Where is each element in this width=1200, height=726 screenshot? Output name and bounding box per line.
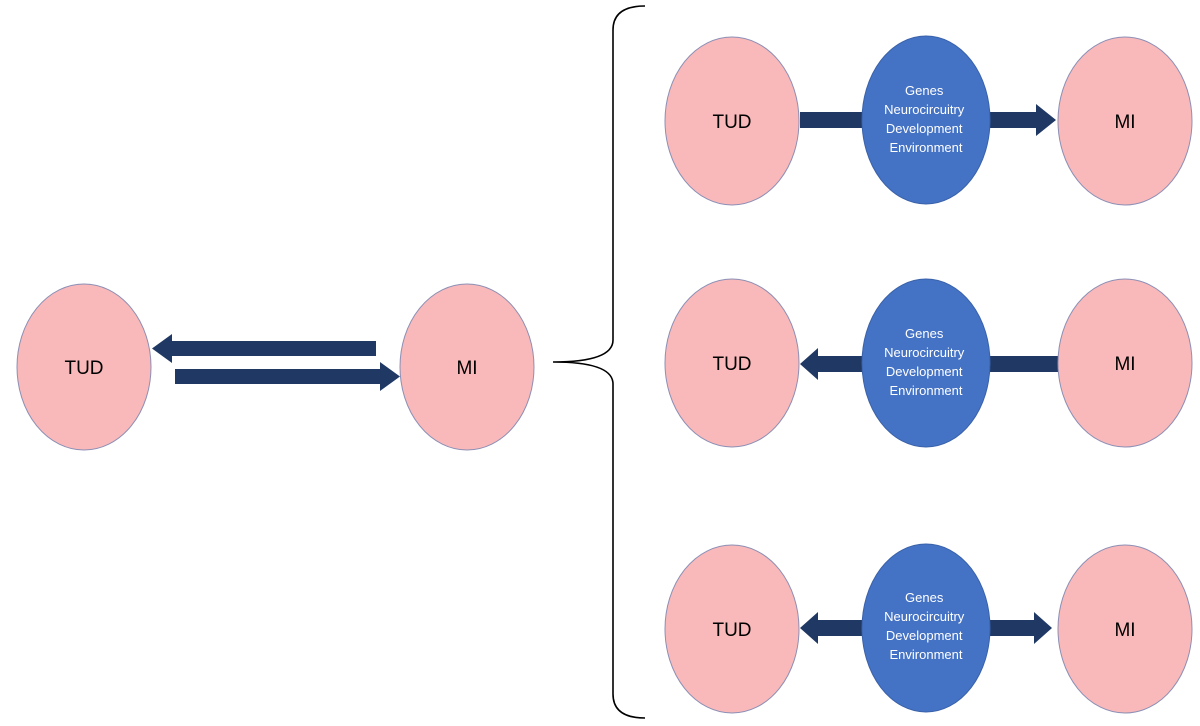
left-arrow-mi-to-tud — [152, 334, 376, 363]
panel-2-arrow-mi-to-mediator — [984, 356, 1058, 372]
panel-2-mediator-text: Genes Neurocircuitry Development Environ… — [884, 326, 968, 398]
panel-1-mediator-line: Environment — [890, 140, 963, 155]
left-relationship: TUD MI — [16, 283, 535, 451]
panel-3: TUD MI Genes Neurocircuitry Development … — [664, 543, 1193, 714]
panel-3-mediator-line: Development — [886, 628, 963, 643]
panel-3-arrow-mediator-to-tud — [800, 612, 866, 644]
panel-2-mediator-node — [861, 278, 991, 448]
panel-2-tud-label: TUD — [712, 354, 751, 375]
panel-3-tud-label: TUD — [712, 620, 751, 641]
panel-3-mediator-line: Environment — [890, 647, 963, 662]
panel-1-arrow-mediator-to-mi — [990, 104, 1056, 136]
panel-2-mediator-line: Genes — [905, 326, 944, 341]
left-tud-label: TUD — [64, 358, 103, 379]
panel-1-tud-label: TUD — [712, 112, 751, 133]
panel-1-mediator-line: Neurocircuitry — [884, 102, 965, 117]
panel-2-tud-node — [664, 278, 800, 448]
panel-2-mediator-line: Environment — [890, 383, 963, 398]
left-mi-label: MI — [456, 358, 477, 379]
panel-2-mi-label: MI — [1114, 354, 1135, 375]
panel-1-mediator-node — [861, 35, 991, 205]
grouping-brace — [552, 5, 646, 719]
panel-3-mediator-line: Neurocircuitry — [884, 609, 965, 624]
panel-2-mi-node — [1057, 278, 1193, 448]
panel-3-tud-node — [664, 544, 800, 714]
panel-1-tud-node — [664, 36, 800, 206]
panel-2-mediator-line: Neurocircuitry — [884, 345, 965, 360]
panel-3-mediator-line: Genes — [905, 590, 944, 605]
panel-2-arrow-mediator-to-tud — [800, 348, 864, 380]
left-arrow-tud-to-mi — [175, 362, 400, 391]
panel-1-mi-label: MI — [1114, 112, 1135, 133]
panel-3-mi-node — [1057, 544, 1193, 714]
panel-1-mi-node — [1057, 36, 1193, 206]
panel-1: TUD MI Genes Neurocircuitry Development … — [664, 35, 1193, 206]
panel-1-arrow-tud-to-mediator — [800, 112, 870, 128]
panel-3-mediator-text: Genes Neurocircuitry Development Environ… — [884, 590, 968, 662]
panel-2: TUD MI Genes Neurocircuitry Development … — [664, 278, 1193, 448]
panel-1-mediator-text: Genes Neurocircuitry Development Environ… — [884, 83, 968, 155]
panel-2-mediator-line: Development — [886, 364, 963, 379]
panel-1-mediator-line: Genes — [905, 83, 944, 98]
left-mi-node — [399, 283, 535, 451]
panel-3-mi-label: MI — [1114, 620, 1135, 641]
panel-1-mediator-line: Development — [886, 121, 963, 136]
panel-3-arrow-mediator-to-mi — [986, 612, 1052, 644]
left-tud-node — [16, 283, 152, 451]
panel-3-mediator-node — [861, 543, 991, 713]
